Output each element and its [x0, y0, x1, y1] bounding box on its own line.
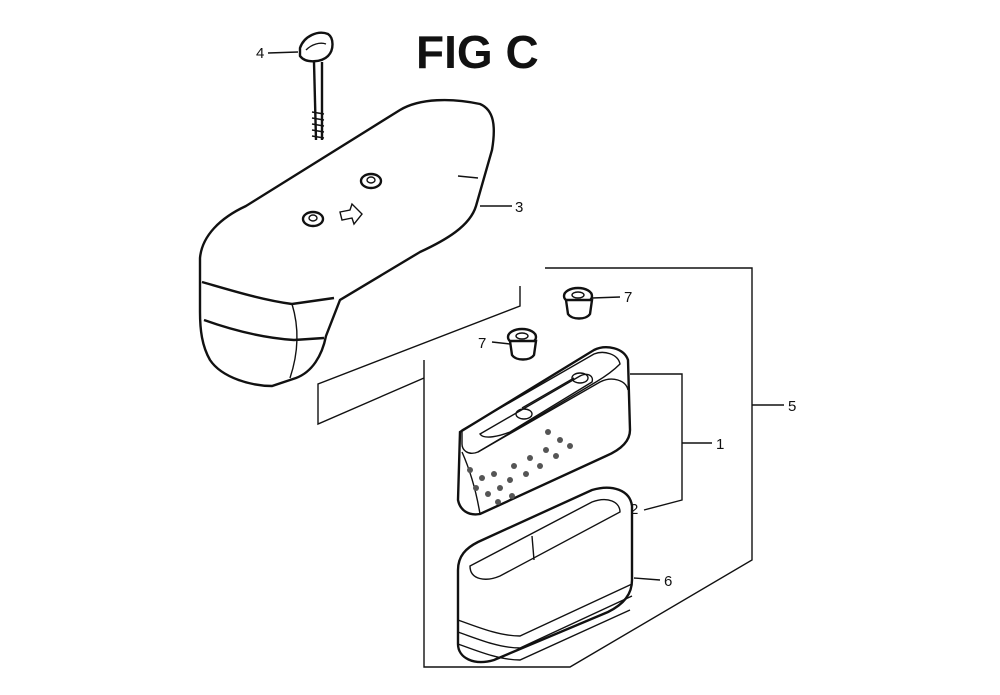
part-1-filter-element [456, 346, 632, 516]
leader-6 [633, 577, 661, 581]
leader-7b [491, 341, 511, 345]
callout-4: 4 [256, 45, 264, 62]
callout-7b: 7 [478, 335, 486, 352]
callout-7a: 7 [624, 289, 632, 306]
bracket-1-2 [630, 373, 683, 511]
leader-7a [591, 296, 621, 299]
part-3-air-cleaner-cover [198, 98, 495, 388]
bracket-5 [423, 267, 753, 668]
leader-4 [267, 51, 299, 54]
callout-6: 6 [664, 573, 672, 590]
part-4-wing-bolt [298, 31, 334, 141]
figure-title: FIG C [416, 26, 539, 78]
callout-1: 1 [716, 436, 724, 453]
part-7-grommet-a [562, 286, 594, 320]
part-6-pre-cleaner [456, 486, 634, 664]
callout-5: 5 [788, 398, 796, 415]
part-7-grommet-b [506, 327, 538, 361]
assembly-line-cover [317, 286, 521, 426]
callout-2: 2 [630, 501, 638, 518]
callout-3: 3 [515, 199, 523, 216]
